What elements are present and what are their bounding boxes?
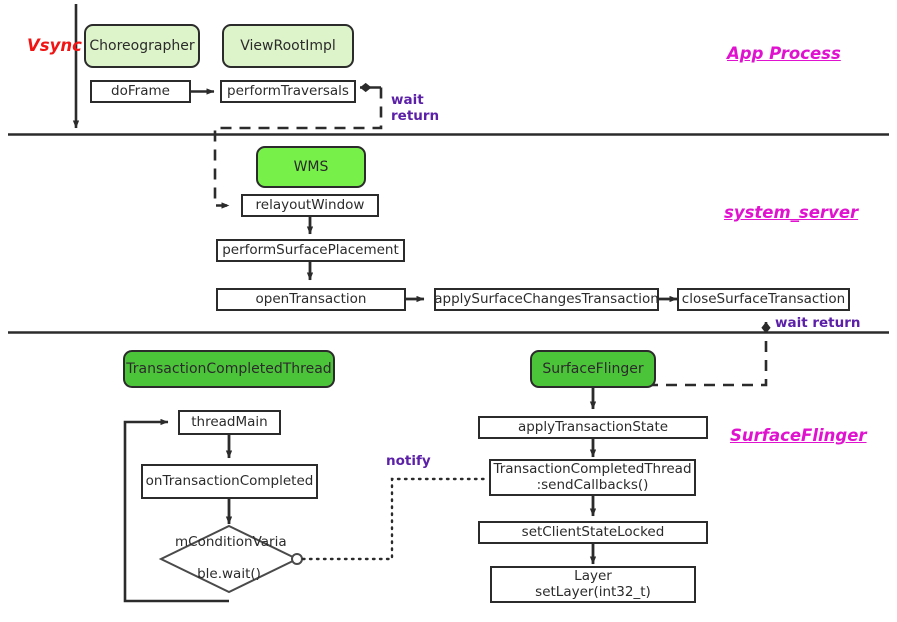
class-box-wms[interactable]: WMS	[256, 146, 366, 188]
method-box-sendcallbacks[interactable]: TransactionCompletedThread :sendCallback…	[489, 459, 696, 496]
decision-label-line1: mConditionVaria	[175, 534, 287, 551]
method-box-setlayer-line1: Layer	[574, 567, 612, 584]
decision-conditionwait[interactable]: mConditionVaria ble.wait()	[161, 526, 297, 592]
method-box-ontransactioncompleted[interactable]: onTransactionCompleted	[141, 464, 318, 499]
method-box-closesurfacetransaction[interactable]: closeSurfaceTransaction	[677, 288, 850, 311]
method-box-doframe[interactable]: doFrame	[90, 80, 191, 103]
note-wait-return-app: wait return	[391, 92, 440, 124]
class-box-viewrootimpl[interactable]: ViewRootImpl	[222, 24, 354, 68]
method-box-setlayer-line2: setLayer(int32_t)	[535, 583, 651, 600]
class-box-transactioncompletedthread[interactable]: TransactionCompletedThread	[123, 350, 335, 388]
method-box-setlayer[interactable]: Layer setLayer(int32_t)	[490, 566, 696, 603]
lane-label-system-server: system_server	[724, 203, 859, 222]
note-wait-return-surfaceflinger: wait return	[775, 315, 861, 331]
method-box-applysurfacechangestransaction[interactable]: applySurfaceChangesTransaction	[434, 288, 659, 311]
decision-conditionwait-label: mConditionVaria ble.wait()	[161, 526, 297, 592]
dashed-wait-return-surfaceflinger	[647, 321, 771, 387]
class-box-surfaceflinger[interactable]: SurfaceFlinger	[530, 350, 656, 388]
note-wait-return-app-line1: wait	[391, 92, 424, 108]
method-box-opentransaction[interactable]: openTransaction	[216, 288, 406, 311]
method-box-sendcallbacks-line2: :sendCallbacks()	[536, 476, 649, 493]
class-box-choreographer[interactable]: Choreographer	[84, 24, 200, 68]
note-wait-return-app-line2: return	[391, 107, 440, 124]
decision-label-line2: ble.wait()	[197, 565, 261, 582]
method-box-applytransactionstate[interactable]: applyTransactionState	[478, 416, 708, 439]
method-box-performsurfaceplacement[interactable]: performSurfacePlacement	[216, 239, 405, 262]
lane-label-surfaceflinger: SurfaceFlinger	[730, 426, 867, 445]
method-box-performtraversals[interactable]: performTraversals	[220, 80, 356, 103]
dotted-notify-path	[301, 477, 490, 561]
method-box-relayoutwindow[interactable]: relayoutWindow	[241, 194, 379, 217]
lane-label-app-process: App Process	[727, 44, 841, 63]
vsync-label: Vsync	[27, 36, 82, 55]
method-box-threadmain[interactable]: threadMain	[178, 410, 281, 435]
note-notify: notify	[386, 453, 431, 469]
method-box-sendcallbacks-line1: TransactionCompletedThread	[493, 460, 692, 477]
method-box-setclientstatelocked[interactable]: setClientStateLocked	[478, 521, 708, 544]
